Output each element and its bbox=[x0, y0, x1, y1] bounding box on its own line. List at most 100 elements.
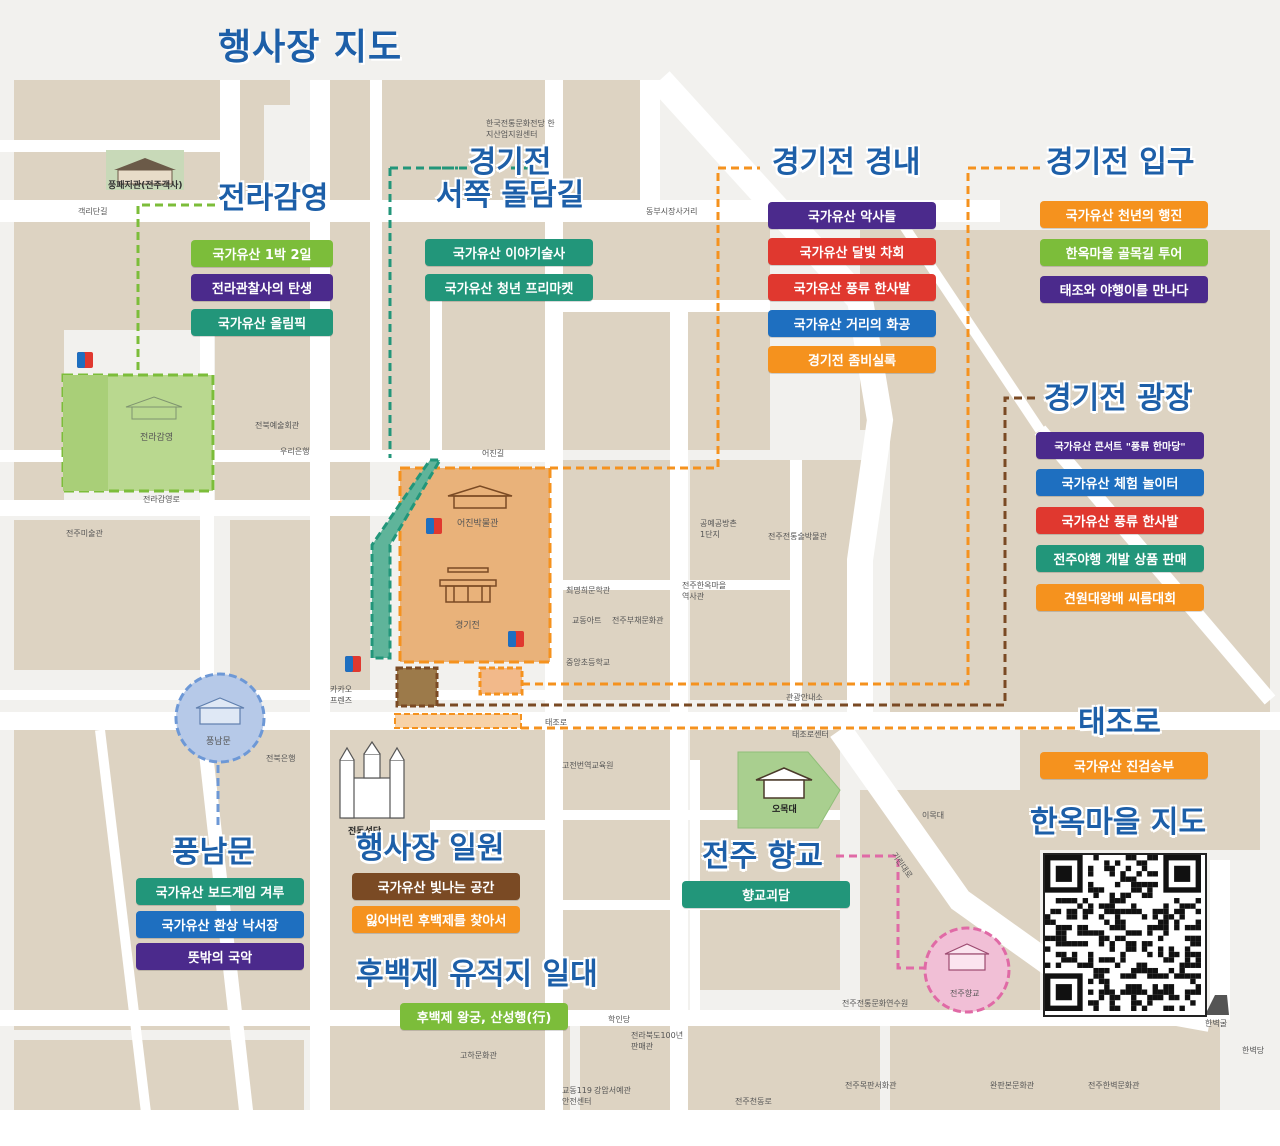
label-jungang: 중앙초등학교 bbox=[566, 658, 611, 667]
plaza-box[interactable] bbox=[395, 666, 439, 708]
label-gaekri: 객리단길 bbox=[78, 207, 108, 216]
section-title-venue: 행사장 일원 bbox=[356, 831, 505, 866]
label-dongbu: 동부시장사거리 bbox=[646, 207, 698, 216]
plaza-item-2[interactable]: 국가유산 체험 놀이터 bbox=[1036, 469, 1204, 496]
hanok-map-qr-code[interactable] bbox=[1043, 853, 1207, 1017]
label-jeonju-craft: 전주부채문화관 bbox=[612, 616, 664, 625]
label-gohamun: 고하문화관 bbox=[460, 1051, 497, 1060]
venue-item-1[interactable]: 국가유산 빛나는 공간 bbox=[352, 873, 520, 900]
hyanggyo-item-1[interactable]: 향교괴담 bbox=[682, 881, 850, 908]
label-ijak: 이목대 bbox=[922, 811, 945, 820]
pungnammun-gate-icon bbox=[195, 697, 245, 725]
restroom-icon bbox=[508, 631, 524, 647]
label-gyodong: 교동아트 bbox=[572, 616, 602, 625]
label-gangam: 강암서예관 bbox=[594, 1086, 631, 1095]
pungpae-building-icon bbox=[106, 150, 184, 190]
venue-item-2[interactable]: 잃어버린 후백제를 찾아서 bbox=[352, 906, 520, 933]
entrance-item-2[interactable]: 한옥마을 골목길 투어 bbox=[1040, 239, 1208, 266]
section-title-plaza: 경기전 광장 bbox=[1044, 381, 1193, 416]
west-wall-title-line1: 경기전 bbox=[468, 145, 552, 180]
pungnam-item-3[interactable]: 뜻밖의 국악 bbox=[136, 943, 304, 970]
label-hanbyeok-cult: 전주한벽문화관 bbox=[1088, 1081, 1140, 1090]
hanbyeok-tunnel-icon bbox=[1205, 995, 1229, 1015]
label-gojeon: 고전번역교육원 bbox=[562, 761, 614, 770]
entrance-box[interactable] bbox=[478, 666, 524, 696]
taejo-item-1[interactable]: 국가유산 진검승부 bbox=[1040, 752, 1208, 779]
inside-item-2[interactable]: 국가유산 달빛 차회 bbox=[768, 238, 936, 265]
entrance-item-1[interactable]: 국가유산 천년의 행진 bbox=[1040, 201, 1208, 228]
label-jeonbuk-bank: 전북은행 bbox=[266, 754, 296, 763]
section-title-hanok-map: 한옥마을 지도 bbox=[1030, 805, 1207, 840]
label-jeollagamyeongro: 전라감영로 bbox=[143, 495, 180, 504]
label-hyanggyo: 전주향교 bbox=[950, 989, 980, 998]
entrance-connector bbox=[522, 166, 1040, 686]
plaza-item-5[interactable]: 견원대왕배 씨름대회 bbox=[1036, 584, 1204, 611]
label-jeonbuk-art: 전북예술회관 bbox=[255, 421, 300, 430]
label-gyodong119: 교동119 안전센터 bbox=[562, 1086, 592, 1106]
section-title-hyanggyo: 전주 향교 bbox=[702, 839, 823, 874]
label-info: 관광안내소 bbox=[786, 693, 823, 702]
plaza-item-1[interactable]: 국가유산 콘서트 "풍류 한마당" bbox=[1036, 432, 1204, 459]
section-title-taejo: 태조로 bbox=[1078, 705, 1161, 740]
inside-item-5[interactable]: 경기전 좀비실록 bbox=[768, 346, 936, 373]
taejoro-strip[interactable] bbox=[394, 713, 522, 729]
label-hanok-station: 전주한옥마을 역사관 bbox=[682, 581, 727, 601]
label-cheonseo: 전주천동로 bbox=[735, 1097, 772, 1106]
label-omokdae: 오목대 bbox=[772, 805, 797, 815]
section-title-west-wall: 경기전 서쪽 돌담길 bbox=[420, 146, 600, 212]
gyeonggijeon-zone[interactable] bbox=[398, 466, 552, 664]
label-pungpae: 풍패지관(전주객사) bbox=[108, 181, 183, 191]
label-jeonju-art: 전주미술관 bbox=[66, 529, 103, 538]
label-gyeonggijeon: 경기전 bbox=[455, 621, 480, 631]
restroom-icon bbox=[345, 656, 361, 672]
pungnam-item-2[interactable]: 국가유산 환상 낙서장 bbox=[136, 911, 304, 938]
label-gongbang: 공예공방촌 1단지 bbox=[700, 519, 737, 539]
restroom-icon bbox=[426, 518, 442, 534]
label-jeondong: 전동성당 bbox=[348, 827, 382, 837]
section-title-entrance: 경기전 입구 bbox=[1046, 145, 1195, 180]
section-title-inside: 경기전 경내 bbox=[772, 145, 921, 180]
label-pungnammun: 풍남문 bbox=[206, 737, 231, 747]
west-wall-connector bbox=[388, 166, 532, 458]
label-taejoro: 태조로 bbox=[545, 718, 568, 727]
omokdae-building-icon bbox=[755, 767, 813, 799]
eojin-building-icon bbox=[447, 485, 513, 509]
plaza-item-4[interactable]: 전주야행 개발 상품 판매 bbox=[1036, 545, 1204, 572]
section-title-jeolla: 전라감영 bbox=[218, 181, 329, 216]
pungnam-item-1[interactable]: 국가유산 보드게임 겨루 bbox=[136, 878, 304, 905]
gyeonggijeon-gate-icon bbox=[439, 567, 497, 603]
inside-item-1[interactable]: 국가유산 악사들 bbox=[768, 202, 936, 229]
jeolla-item-2[interactable]: 전라관찰사의 탄생 bbox=[191, 274, 333, 301]
label-taejo-center: 태조로센터 bbox=[792, 730, 829, 739]
label-hanji: 한국전통문화전당 한지산업지원센터 bbox=[486, 119, 555, 139]
west-wall-path[interactable] bbox=[370, 458, 443, 660]
jeolla-item-1[interactable]: 국가유산 1박 2일 bbox=[191, 240, 333, 267]
west-wall-item-1[interactable]: 국가유산 이야기술사 bbox=[425, 239, 593, 266]
jeolla-item-3[interactable]: 국가유산 올림픽 bbox=[191, 309, 333, 336]
west-wall-item-2[interactable]: 국가유산 청년 프리마켓 bbox=[425, 274, 593, 301]
section-title-hubaekje: 후백제 유적지 일대 bbox=[356, 957, 598, 992]
label-liquor: 전주전통술박물관 bbox=[768, 532, 827, 541]
label-woori: 우리은행 bbox=[280, 447, 310, 456]
label-hanbyeokdang: 한벽당 bbox=[1242, 1046, 1265, 1055]
label-hanbyeok: 한벽굴 bbox=[1205, 1019, 1228, 1028]
jeolla-building-icon bbox=[125, 396, 183, 420]
plaza-item-3[interactable]: 국가유산 풍류 한사발 bbox=[1036, 507, 1204, 534]
plaza-connector bbox=[437, 396, 1035, 707]
inside-connector bbox=[446, 166, 760, 470]
label-jeolla-gamyeong: 전라감영 bbox=[140, 433, 174, 443]
inside-item-4[interactable]: 국가유산 거리의 화공 bbox=[768, 310, 936, 337]
hubaekje-item-1[interactable]: 후백제 왕궁, 산성행(行) bbox=[400, 1003, 568, 1030]
hyanggyo-connector bbox=[836, 854, 925, 970]
label-kakao: 카카오 프렌즈 bbox=[330, 685, 353, 705]
page-title: 행사장 지도 bbox=[218, 27, 403, 68]
qr-code-icon bbox=[1045, 855, 1201, 1011]
roads bbox=[0, 80, 1280, 1146]
hyanggyo-building-icon bbox=[944, 943, 990, 971]
entrance-item-3[interactable]: 태조와 야행이를 만나다 bbox=[1040, 276, 1208, 303]
label-hakin: 학인당 bbox=[608, 1015, 631, 1024]
west-wall-title-line2: 서쪽 돌담길 bbox=[435, 178, 585, 213]
label-eojin: 어진박물관 bbox=[457, 519, 499, 529]
jeondong-cathedral-icon bbox=[339, 740, 405, 819]
inside-item-3[interactable]: 국가유산 풍류 한사발 bbox=[768, 274, 936, 301]
